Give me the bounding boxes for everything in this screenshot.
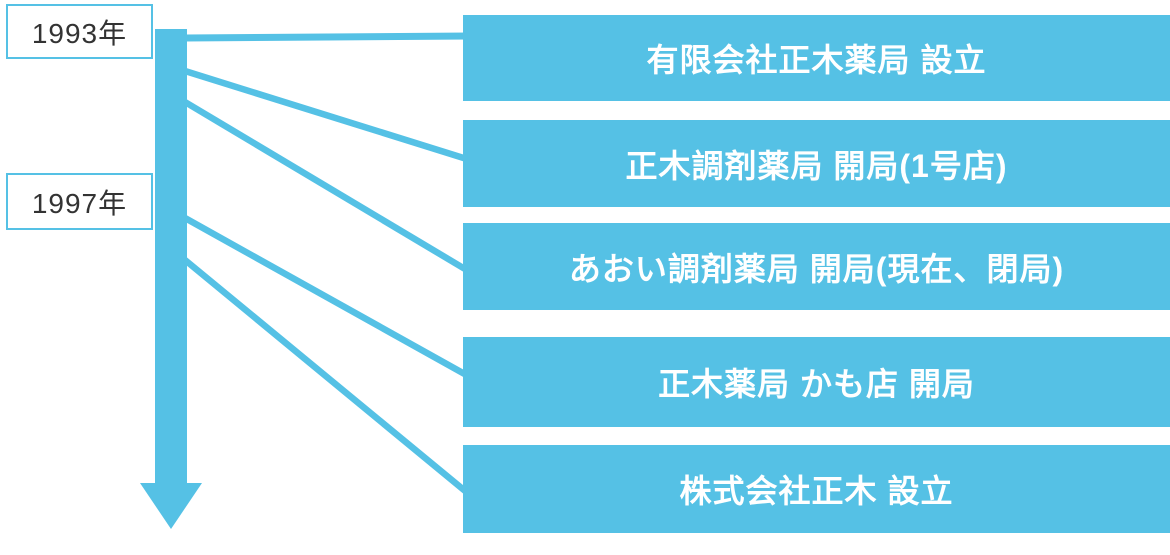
connector-line-4 [183, 215, 472, 380]
connector-line-3 [183, 99, 472, 275]
event-box-kamo-store-opened: 正木薬局 かも店 開局 [463, 337, 1170, 427]
year-label-1993: 1993年 [6, 4, 153, 59]
year-label-1997: 1997年 [6, 173, 153, 230]
event-box-masaki-inc-founded: 株式会社正木 設立 [463, 445, 1170, 533]
event-box-aoi-pharmacy-opened: あおい調剤薬局 開局(現在、閉局) [463, 223, 1170, 310]
event-box-company-founded: 有限会社正木薬局 設立 [463, 15, 1170, 101]
connector-line-1 [184, 32, 471, 42]
connector-line-5 [182, 257, 473, 498]
down-arrow-icon [155, 29, 187, 485]
event-box-pharmacy-store1-opened: 正木調剤薬局 開局(1号店) [463, 120, 1170, 207]
connector-line-2 [184, 67, 471, 164]
down-arrow-head [140, 483, 202, 529]
